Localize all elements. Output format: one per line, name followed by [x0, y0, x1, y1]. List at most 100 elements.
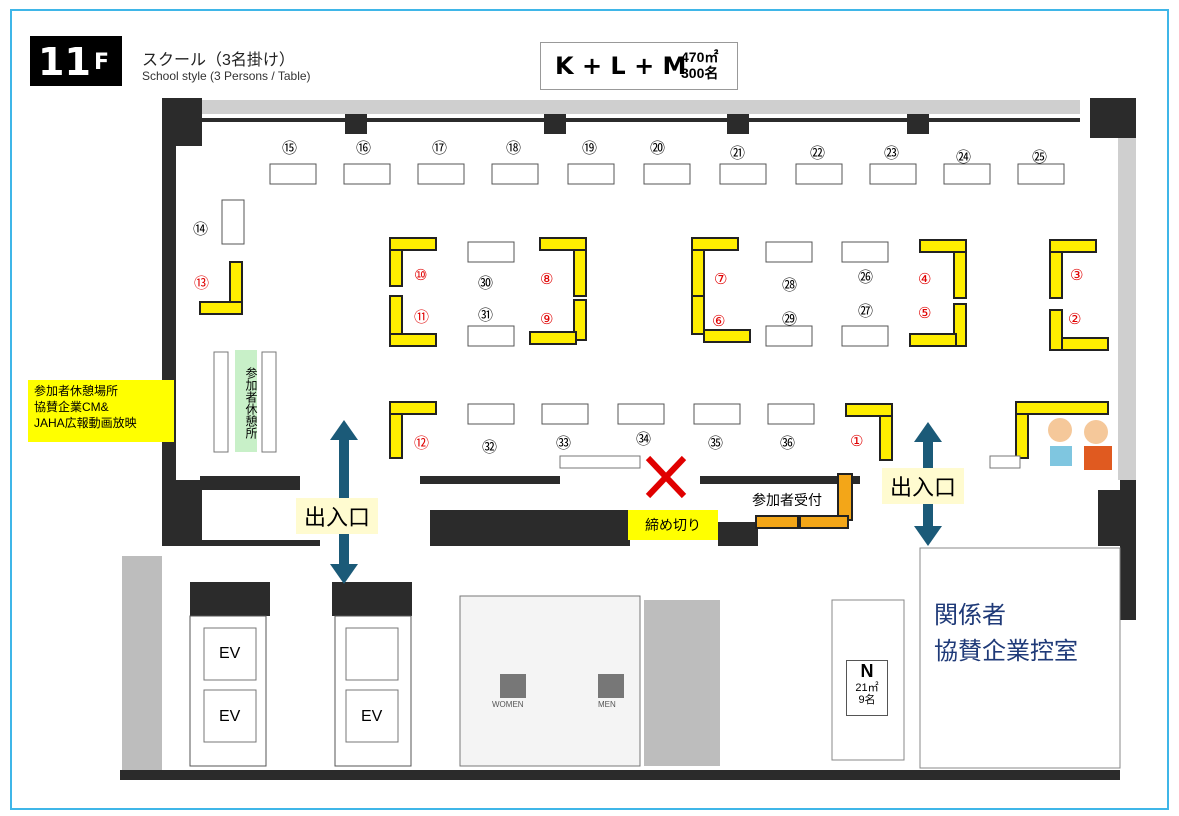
- partition-right: [989, 455, 1021, 469]
- ev-label-3: EV: [361, 708, 383, 725]
- lower-block-1: [190, 582, 270, 616]
- column-2: [544, 114, 566, 134]
- top-window-strip: [200, 100, 1080, 114]
- right-window-strip: [1118, 130, 1136, 480]
- left-stair: [122, 556, 162, 776]
- women-icon: [500, 674, 526, 698]
- floor-suffix: F: [94, 50, 110, 75]
- staff-room-label: 関係者 協賛企業控室: [934, 598, 1078, 670]
- black-table-number: ⑯: [356, 139, 372, 157]
- ev-label-1: EV: [219, 645, 241, 662]
- red-table-number: ①: [850, 432, 864, 450]
- ev-label-2: EV: [219, 708, 241, 725]
- room-info-box: K + L + M 470㎡ 300名: [540, 42, 738, 90]
- cutoff-label: 締め切り: [628, 510, 718, 540]
- red-table-number: ⑥: [712, 312, 726, 330]
- ev-4: [345, 689, 399, 743]
- corner-column-tr: [1090, 98, 1136, 138]
- rest-note-line-1: 参加者休憩場所: [34, 384, 119, 398]
- room-n-area: 21㎡: [855, 682, 879, 694]
- corner-column-tl: [162, 98, 202, 146]
- staff-room-line-2: 協賛企業控室: [934, 638, 1078, 665]
- black-table-number: ⑲: [582, 139, 598, 157]
- lower-block-2: [332, 582, 412, 616]
- room-n-name: N: [860, 661, 874, 681]
- room-names: K + L + M: [555, 52, 687, 80]
- black-table-number: ㉙: [782, 310, 798, 328]
- black-table-number: ㉝: [556, 434, 572, 452]
- black-table-number: ⑭: [193, 220, 209, 238]
- black-table-number: ⑮: [282, 139, 298, 157]
- table-14: [221, 199, 245, 245]
- floor-number: 11: [38, 40, 91, 84]
- rest-note-line-2: 協賛企業CM&: [34, 400, 109, 414]
- men-label: MEN: [598, 700, 616, 709]
- left-wall: [162, 146, 176, 546]
- red-table-number: ⑦: [714, 270, 728, 288]
- men-icon: [598, 674, 624, 698]
- black-table-number: ㉓: [884, 144, 900, 162]
- rest-chairs-left: [213, 351, 229, 453]
- rest-area-note: 参加者休憩場所 協賛企業CM& JAHA広報動画放映: [28, 380, 174, 442]
- stairs-right: [644, 600, 720, 766]
- black-table-number: ㉟: [708, 434, 724, 452]
- black-table-number: ㉚: [478, 274, 494, 292]
- column-3: [727, 114, 749, 134]
- red-table-number: ②: [1068, 310, 1082, 328]
- red-table-number: ④: [918, 270, 932, 288]
- black-table-number: ㉛: [478, 306, 494, 324]
- corridor-wall-1: [200, 476, 300, 490]
- cutoff-x-icon: [645, 455, 687, 499]
- column-1: [345, 114, 367, 134]
- entrance-label-left: 出入口: [296, 498, 379, 534]
- corridor-wall-2: [420, 476, 560, 484]
- room-area: 470㎡: [681, 49, 719, 65]
- people-illustration: [1048, 418, 1072, 442]
- room-n-box: N 21㎡ 9名: [846, 660, 888, 716]
- women-label: WOMEN: [492, 700, 524, 709]
- rest-area-label: 参加者休憩所: [235, 350, 258, 452]
- room-area-capacity: 470㎡ 300名: [681, 49, 718, 81]
- rest-note-line-3: JAHA広報動画放映: [34, 416, 137, 430]
- red-table-number: ⑤: [918, 304, 932, 322]
- layout-title-en: School style (3 Persons / Table): [142, 69, 311, 83]
- room-capacity: 300名: [681, 65, 719, 81]
- partition-left: [559, 455, 641, 469]
- black-table-number: ㉒: [810, 144, 826, 162]
- black-table-number: ㉖: [858, 268, 874, 286]
- page-frame: [10, 9, 1169, 810]
- black-table-number: ㉕: [1032, 148, 1048, 166]
- layout-title-jp: スクール（3名掛け）: [142, 52, 295, 69]
- ev-1: [203, 627, 257, 681]
- black-table-number: ㉘: [782, 276, 798, 294]
- entrance-label-right: 出入口: [882, 468, 965, 504]
- red-table-number: ⑫: [414, 434, 430, 452]
- floor-badge: 11 F: [30, 36, 122, 86]
- red-table-number: ⑧: [540, 270, 554, 288]
- column-4: [907, 114, 929, 134]
- ev-2: [203, 689, 257, 743]
- top-wall: [200, 118, 1080, 122]
- staff-room-line-1: 関係者: [934, 602, 1006, 629]
- rest-chairs-right: [261, 351, 277, 453]
- black-table-number: ㉞: [636, 430, 652, 448]
- restroom-area: [459, 595, 641, 767]
- wall-block-left: [162, 480, 202, 546]
- red-table-number: ⑬: [194, 274, 210, 292]
- corridor-lower-wall: [200, 540, 320, 546]
- room-n-capacity: 9名: [858, 694, 876, 706]
- black-table-number: ㉑: [730, 144, 746, 162]
- corridor-block: [430, 510, 630, 546]
- bottom-wall: [120, 770, 1120, 780]
- right-wall-lower: [1120, 480, 1136, 620]
- corridor-wall-3: [700, 476, 860, 484]
- staff-room: [919, 547, 1121, 769]
- reception-label: 参加者受付: [752, 492, 822, 508]
- black-table-number: ⑱: [506, 139, 522, 157]
- red-table-number: ⑩: [414, 266, 428, 284]
- black-table-number: ⑰: [432, 139, 448, 157]
- black-table-number: ㉔: [956, 148, 972, 166]
- red-table-number: ⑨: [540, 310, 554, 328]
- black-table-number: ⑳: [650, 139, 666, 157]
